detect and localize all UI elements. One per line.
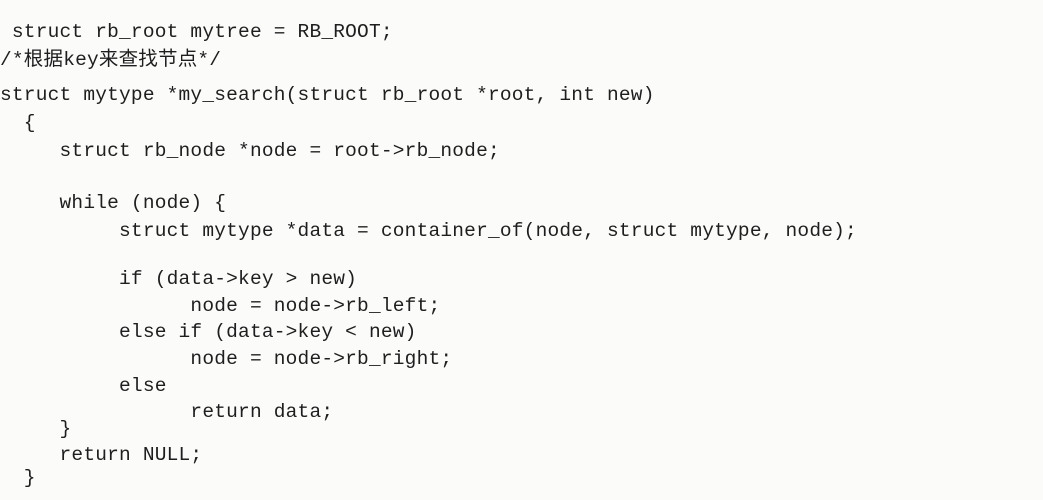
code-line-3: struct mytype *my_search(struct rb_root … <box>0 84 655 106</box>
code-line-14: else <box>0 375 167 397</box>
code-line-4: { <box>0 112 36 134</box>
code-line-5: struct rb_node *node = root->rb_node; <box>0 140 500 162</box>
code-line-11: node = node->rb_left; <box>0 295 441 317</box>
code-line-8: struct mytype *data = container_of(node,… <box>0 220 857 242</box>
code-line-18: } <box>0 467 36 489</box>
code-line-2: /*根据key来查找节点*/ <box>0 49 222 71</box>
code-line-7: while (node) { <box>0 192 227 214</box>
code-line-1: struct rb_root mytree = RB_ROOT; <box>0 21 393 43</box>
code-line-15: return data; <box>0 401 334 423</box>
code-line-13: node = node->rb_right; <box>0 348 453 370</box>
code-line-16: } <box>0 418 72 440</box>
code-line-17: return NULL; <box>0 444 203 466</box>
code-line-12: else if (data->key < new) <box>0 321 417 343</box>
code-line-10: if (data->key > new) <box>0 268 358 290</box>
